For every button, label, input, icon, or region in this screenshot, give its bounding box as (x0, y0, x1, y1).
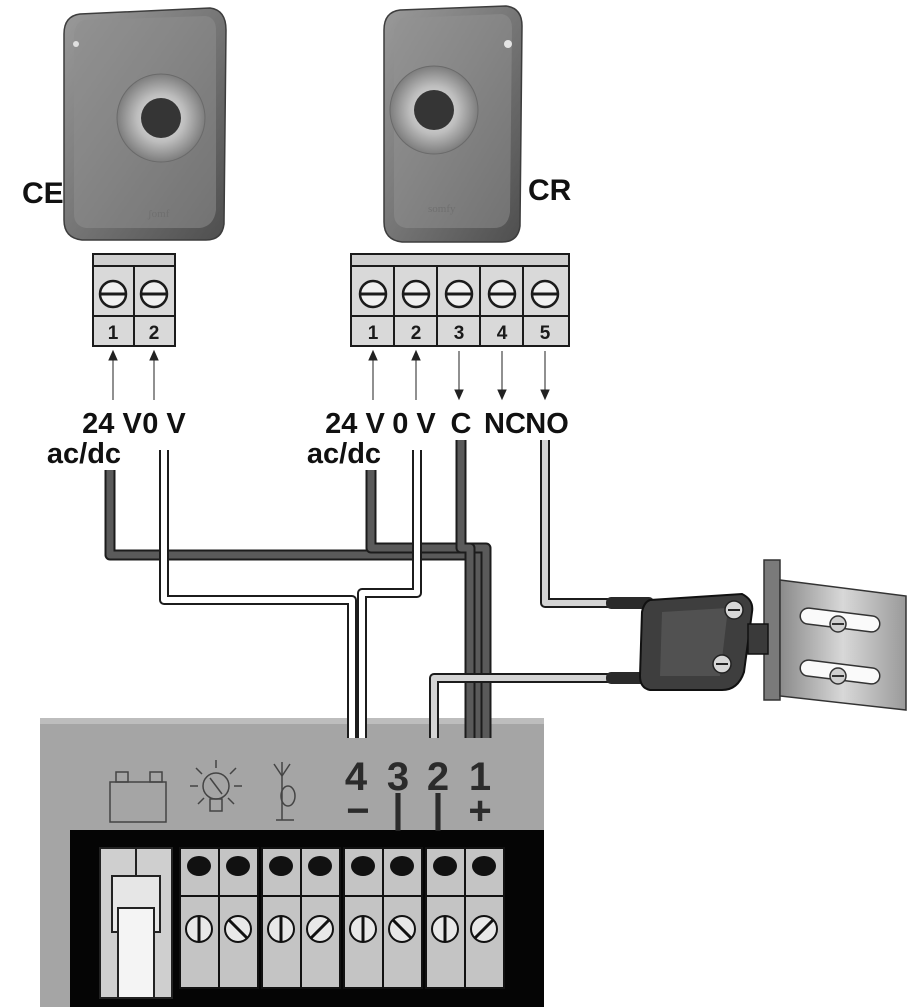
cr-terminal-block: 1 2 3 4 5 (350, 253, 570, 347)
battery-icon (109, 771, 167, 823)
ce-terminal-block: 1 2 (92, 253, 176, 347)
cr-screw-1 (358, 279, 388, 309)
wire-24v (104, 470, 492, 738)
ce-brand-logo: ʃomf (147, 208, 170, 220)
cr-terminal-2-label: 2 (411, 323, 422, 344)
cr-signal-24v-sub: ac/dc (307, 438, 381, 470)
ce-screw-2 (139, 279, 169, 309)
board-pin-2: 2 (427, 755, 449, 799)
board-terminal-strip (99, 847, 505, 999)
cr-terminal-3-label: 3 (454, 323, 465, 344)
board-pin-4-polarity: − (346, 789, 369, 833)
cr-label: CR (528, 174, 572, 207)
board-pin-4: 4 (345, 755, 368, 799)
flashing-light-icon (190, 760, 242, 812)
cr-signal-c: C (451, 408, 472, 440)
cr-terminal-5-label: 5 (540, 323, 551, 344)
cr-photocell: somfy (383, 5, 523, 243)
board-pin-1-polarity: + (468, 789, 491, 833)
board-block-pins-2-1 (425, 847, 505, 989)
cr-screw-3 (444, 279, 474, 309)
cr-screw-5 (530, 279, 560, 309)
wire-0v (159, 450, 422, 738)
ce-signal-24v: 24 V (82, 408, 142, 440)
wire-c (455, 440, 476, 738)
board-block-light (261, 847, 341, 989)
board-pin-3: 3 (387, 755, 409, 799)
board-pin-2-polarity: | (432, 787, 443, 831)
board-pin-1: 1 (469, 755, 491, 799)
ce-signal-0v: 0 V (142, 408, 186, 440)
wire-no (429, 440, 610, 738)
board-pin-3-polarity: | (392, 787, 403, 831)
cr-signal-nc: NC (484, 408, 526, 440)
bracket-switch (638, 559, 907, 711)
cr-terminal-1-label: 1 (368, 323, 379, 344)
cr-signal-no: NO (525, 408, 569, 440)
cr-screw-4 (487, 279, 517, 309)
antenna-icon (273, 762, 296, 821)
board-block-pins-4-3 (343, 847, 423, 989)
ce-terminal-1-label: 1 (108, 323, 119, 344)
cr-signal-24v: 24 V (325, 408, 385, 440)
board-block-battery (179, 847, 259, 989)
cr-signal-0v: 0 V (392, 408, 436, 440)
cr-brand-logo: somfy (428, 203, 456, 215)
ce-signal-24v-sub: ac/dc (47, 438, 121, 470)
ce-photocell: ʃomf (63, 7, 227, 241)
ce-terminal-2-label: 2 (149, 323, 160, 344)
signal-arrows (108, 349, 550, 401)
cr-screw-2 (401, 279, 431, 309)
cr-terminal-4-label: 4 (497, 323, 508, 344)
ce-label: CE (22, 177, 64, 210)
ce-screw-1 (98, 279, 128, 309)
